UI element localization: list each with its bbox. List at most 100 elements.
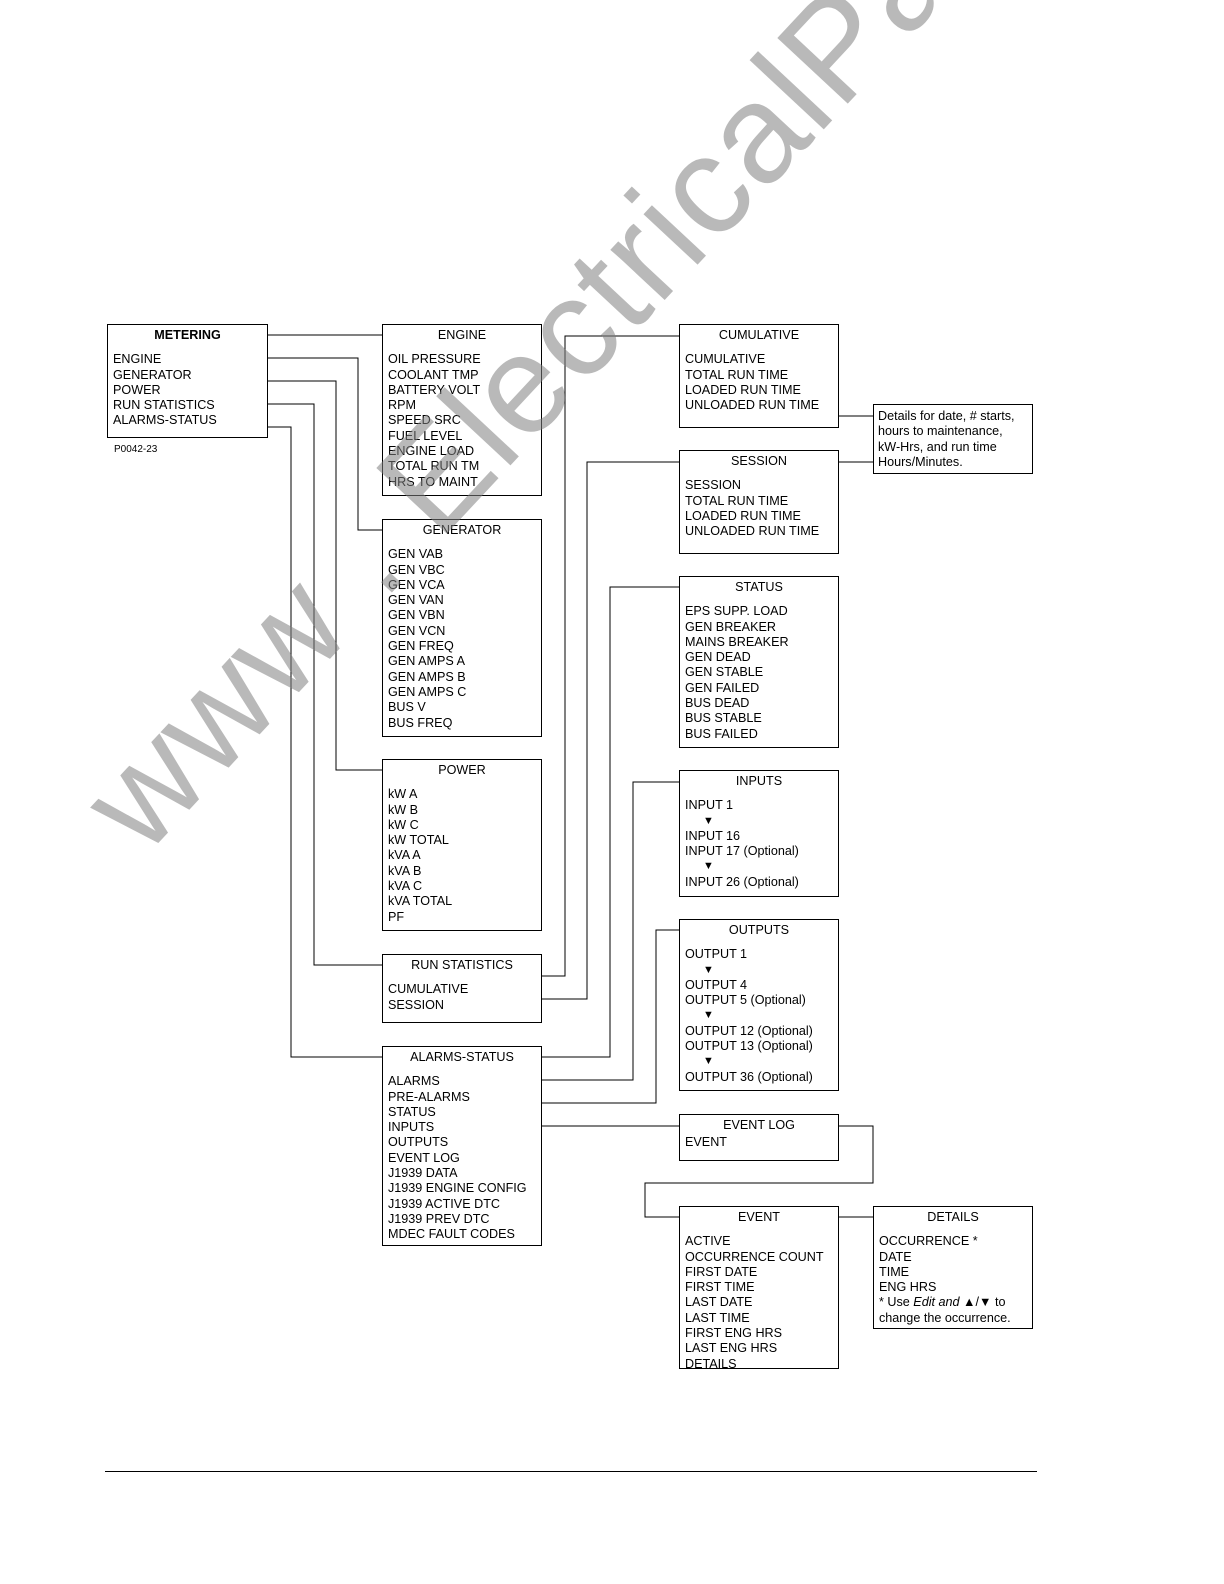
event-menu-box: EVENT ACTIVE OCCURRENCE COUNT FIRST DATE…	[679, 1206, 839, 1371]
session-title: SESSION	[731, 454, 787, 468]
power-menu-box: POWER kW A kW B kW C kW TOTAL kVA A kVA …	[382, 759, 542, 931]
power-title: POWER	[438, 763, 486, 777]
up-down-arrow-icon: ▲/▼	[963, 1295, 992, 1310]
outputs-item: OUTPUT 1	[685, 947, 748, 962]
status-item: GEN FAILED	[685, 680, 760, 695]
connector-run-statistics	[268, 403, 382, 966]
event-log-title: EVENT LOG	[723, 1118, 795, 1132]
event-title: EVENT	[738, 1210, 780, 1224]
engine-item: FUEL LEVEL	[388, 428, 463, 443]
generator-item: GEN VAB	[388, 547, 444, 562]
event-item: DETAILS	[685, 1356, 737, 1371]
status-item: BUS FAILED	[685, 726, 758, 741]
generator-item: GEN VAN	[388, 593, 444, 608]
details-item: OCCURRENCE *	[879, 1234, 978, 1249]
power-item: kVA TOTAL	[388, 894, 453, 909]
run-statistics-menu-box: RUN STATISTICS CUMULATIVE SESSION	[382, 954, 542, 1023]
alarms-status-item: ALARMS	[388, 1074, 440, 1089]
metering-title: METERING	[154, 328, 221, 342]
outputs-title: OUTPUTS	[728, 923, 790, 937]
status-title: STATUS	[735, 580, 783, 594]
down-arrow-icon: ▼	[703, 814, 714, 827]
cumulative-menu-box: CUMULATIVE CUMULATIVE TOTAL RUN TIME LOA…	[679, 324, 839, 428]
session-item: UNLOADED RUN TIME	[685, 524, 820, 539]
footer-rule	[105, 1471, 1037, 1472]
connector-status	[542, 586, 679, 1058]
session-menu-box: SESSION SESSION TOTAL RUN TIME LOADED RU…	[679, 450, 839, 554]
inputs-item: INPUT 16	[685, 828, 741, 843]
event-item: OCCURRENCE COUNT	[685, 1249, 824, 1264]
note-line: Hours/Minutes.	[878, 454, 963, 469]
cumulative-item: TOTAL RUN TIME	[685, 367, 789, 382]
inputs-item: INPUT 1	[685, 798, 734, 813]
alarms-status-item: PRE-ALARMS	[388, 1089, 470, 1104]
event-item: ACTIVE	[685, 1234, 731, 1249]
event-item: LAST ENG HRS	[685, 1341, 778, 1356]
alarms-status-item: J1939 ENGINE CONFIG	[388, 1181, 527, 1196]
details-note-prefix: * Use	[879, 1295, 914, 1310]
outputs-item: OUTPUT 13 (Optional)	[685, 1039, 813, 1054]
details-note-and: and	[935, 1295, 964, 1310]
inputs-item: INPUT 26 (Optional)	[685, 874, 799, 889]
generator-item: BUS V	[388, 700, 426, 715]
run-statistics-item-cumulative: CUMULATIVE	[388, 982, 469, 997]
metering-item-alarms-status: ALARMS-STATUS	[113, 413, 217, 428]
engine-item: OIL PRESSURE	[388, 352, 481, 367]
generator-title: GENERATOR	[422, 523, 502, 537]
session-item: LOADED RUN TIME	[685, 508, 801, 523]
engine-menu-box: ENGINE OIL PRESSURE COOLANT TMP BATTERY …	[382, 324, 542, 496]
connector-generator	[268, 357, 382, 531]
outputs-item: OUTPUT 12 (Optional)	[685, 1023, 813, 1038]
event-item: FIRST TIME	[685, 1280, 755, 1295]
engine-item: TOTAL RUN TM	[388, 459, 480, 474]
session-item: TOTAL RUN TIME	[685, 493, 789, 508]
details-title: DETAILS	[927, 1210, 979, 1224]
outputs-menu-box: OUTPUTS OUTPUT 1 ▼ OUTPUT 4 OUTPUT 5 (Op…	[679, 919, 839, 1091]
generator-item: GEN FREQ	[388, 639, 454, 654]
alarms-status-item: EVENT LOG	[388, 1150, 460, 1165]
engine-item: BATTERY VOLT	[388, 382, 481, 397]
power-item: kW A	[388, 787, 418, 802]
alarms-status-item: OUTPUTS	[388, 1135, 449, 1150]
generator-item: GEN VBC	[388, 562, 445, 577]
down-arrow-icon: ▼	[703, 860, 714, 873]
metering-item-engine: ENGINE	[113, 352, 162, 367]
status-item: GEN DEAD	[685, 650, 751, 665]
connector-alarms-status	[268, 426, 382, 1058]
power-item: kW B	[388, 802, 419, 817]
generator-item: GEN VCN	[388, 623, 446, 638]
generator-item: BUS FREQ	[388, 715, 453, 730]
power-item: kVA A	[388, 848, 421, 863]
details-note-suffix: to	[991, 1295, 1006, 1310]
event-log-item: EVENT	[685, 1135, 727, 1150]
power-item: PF	[388, 909, 405, 924]
status-item: MAINS BREAKER	[685, 634, 789, 649]
figure-code: P0042-23	[114, 444, 158, 455]
status-menu-box: STATUS EPS SUPP. LOAD GEN BREAKER MAINS …	[679, 576, 839, 748]
note-line: Details for date, # starts,	[878, 409, 1015, 423]
details-note-line2: change the occurrence.	[879, 1310, 1011, 1325]
alarms-status-item: STATUS	[388, 1104, 436, 1119]
power-item: kVA B	[388, 863, 422, 878]
event-item: LAST DATE	[685, 1295, 753, 1310]
details-item: ENG HRS	[879, 1280, 937, 1295]
alarms-status-item: J1939 ACTIVE DTC	[388, 1196, 500, 1211]
event-log-menu-box: EVENT LOG EVENT	[679, 1114, 839, 1161]
generator-menu-box: GENERATOR GEN VAB GEN VBC GEN VCA GEN VA…	[382, 519, 542, 737]
power-item: kVA C	[388, 879, 423, 894]
inputs-item: INPUT 17 (Optional)	[685, 844, 799, 859]
event-item: FIRST DATE	[685, 1264, 758, 1279]
metering-item-power: POWER	[113, 382, 161, 397]
outputs-item: OUTPUT 36 (Optional)	[685, 1069, 813, 1084]
connector-cumulative	[542, 335, 679, 977]
status-item: BUS STABLE	[685, 711, 762, 726]
cumulative-item: CUMULATIVE	[685, 352, 766, 367]
status-item: BUS DEAD	[685, 696, 750, 711]
power-item: kW TOTAL	[388, 833, 449, 848]
note-line: kW-Hrs, and run time	[878, 439, 997, 454]
generator-item: GEN AMPS C	[388, 684, 467, 699]
details-note-edit: Edit	[913, 1295, 935, 1310]
down-arrow-icon: ▼	[703, 1009, 714, 1022]
generator-item: GEN VCA	[388, 577, 445, 592]
